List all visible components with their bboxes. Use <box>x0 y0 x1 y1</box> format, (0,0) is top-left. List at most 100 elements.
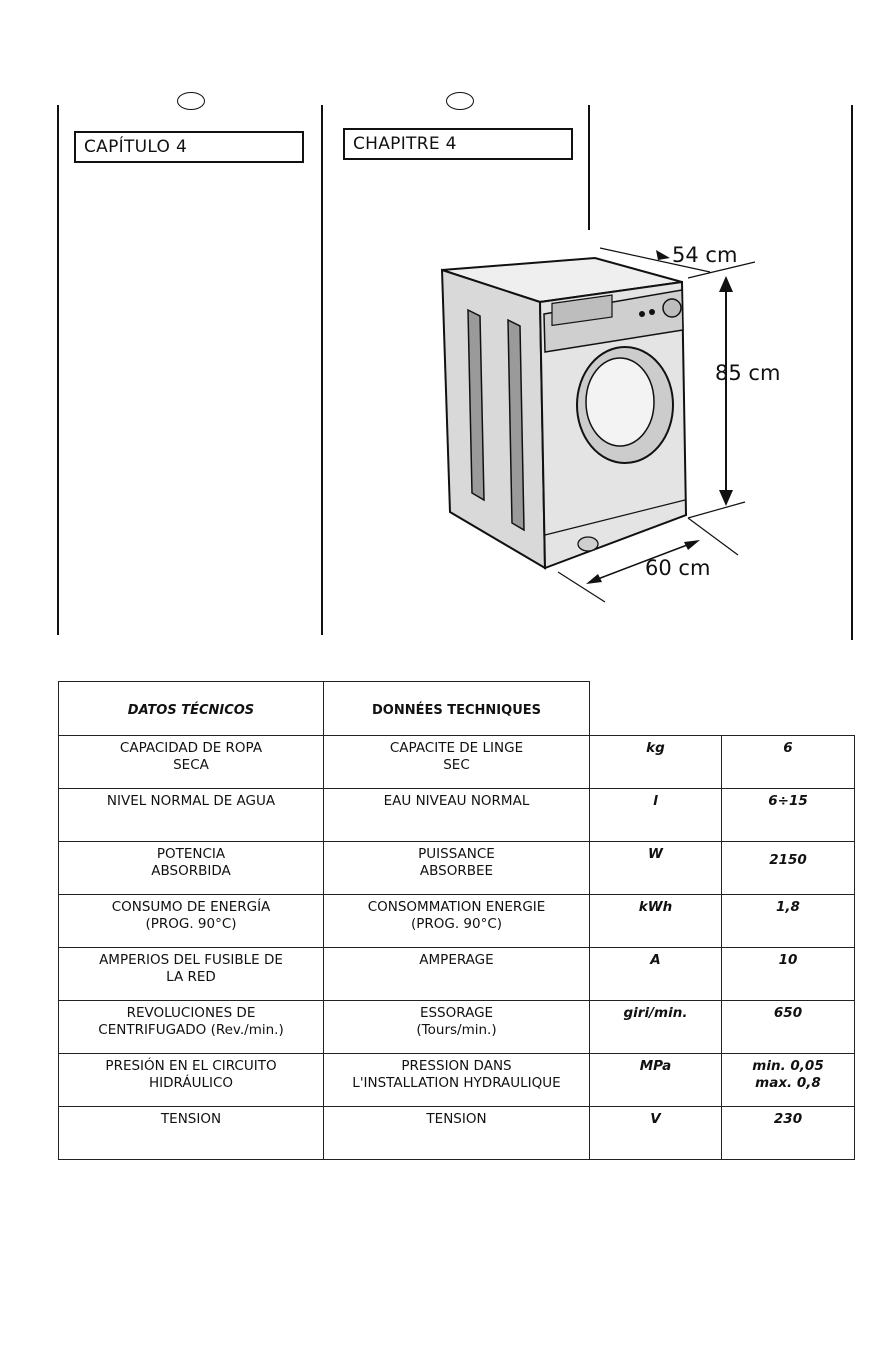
spec-value-line: 1,8 <box>776 899 800 915</box>
spec-label-fr-line: (Tours/min.) <box>416 1022 497 1038</box>
column-divider-right-short <box>588 105 590 230</box>
table-header-blank <box>589 681 855 736</box>
spec-value: 6 <box>721 735 855 789</box>
spec-label-es-line: CENTRIFUGADO (Rev./min.) <box>98 1022 284 1038</box>
spec-label-fr-line: TENSION <box>426 1111 487 1127</box>
spec-label-es: TENSION <box>58 1106 324 1160</box>
spec-label-fr-line: CAPACITE DE LINGE <box>389 740 524 756</box>
spec-value: 6÷15 <box>721 788 855 842</box>
side-groove-2 <box>507 318 525 532</box>
spec-label-es-line: AMPERIOS DEL FUSIBLE DE <box>99 952 283 968</box>
spec-label-fr: CONSOMMATION ENERGIE(PROG. 90°C) <box>323 894 590 948</box>
spec-unit: A <box>589 947 722 1001</box>
table-row: TENSION TENSION V 230 <box>58 1106 855 1160</box>
spec-label-es-line: NIVEL NORMAL DE AGUA <box>106 793 276 809</box>
spec-unit: MPa <box>589 1053 722 1107</box>
width-label: 60 cm <box>645 556 710 580</box>
height-arrow-bottom <box>719 490 733 506</box>
washing-machine-illustration: 54 cm 85 cm 60 cm <box>440 243 780 603</box>
spec-label-es-line: (PROG. 90°C) <box>145 916 237 932</box>
spec-label-fr-line: ABSORBEE <box>419 863 494 879</box>
column-divider-left <box>57 105 59 635</box>
technical-data-table: DATOS TÉCNICOS DONNÉES TECHNIQUES CAPACI… <box>58 681 855 1160</box>
spec-label-es-line: PRESIÓN EN EL CIRCUITO <box>105 1058 277 1074</box>
spec-unit: kWh <box>589 894 722 948</box>
spec-unit: V <box>589 1106 722 1160</box>
program-dial-icon <box>662 298 682 318</box>
height-arrow-top <box>719 276 733 292</box>
spec-value-line: 650 <box>773 1005 803 1021</box>
spec-label-es-line: HIDRÁULICO <box>148 1075 234 1091</box>
side-groove-1 <box>467 308 485 502</box>
spec-label-es-line: SECA <box>173 757 209 773</box>
spec-label-fr-line: CONSOMMATION ENERGIE <box>367 899 546 915</box>
language-indicator-fr <box>446 92 474 110</box>
spec-value-line: 230 <box>773 1111 803 1127</box>
spec-label-fr: EAU NIVEAU NORMAL <box>323 788 590 842</box>
spec-unit: l <box>589 788 722 842</box>
spec-value-line: 2150 <box>769 852 807 868</box>
panel-button-icon <box>649 309 655 315</box>
spec-value: 230 <box>721 1106 855 1160</box>
spec-label-fr-line: AMPERAGE <box>419 952 494 968</box>
spec-value-line: min. 0,05 <box>752 1058 824 1074</box>
spec-label-es: NIVEL NORMAL DE AGUA <box>58 788 324 842</box>
table-header-fr: DONNÉES TECHNIQUES <box>323 681 590 736</box>
chapter-heading-fr: CHAPITRE 4 <box>343 128 573 160</box>
spec-value: 1,8 <box>721 894 855 948</box>
height-label: 85 cm <box>715 361 780 385</box>
spec-value: 2150 <box>721 841 855 895</box>
filter-cover-icon <box>577 536 599 552</box>
control-panel <box>543 289 684 353</box>
spec-value: 650 <box>721 1000 855 1054</box>
spec-value-line: 6 <box>783 740 793 756</box>
width-dimension-line <box>589 541 696 583</box>
spec-unit: kg <box>589 735 722 789</box>
chapter-heading-es: CAPÍTULO 4 <box>74 131 304 163</box>
spec-unit: giri/min. <box>589 1000 722 1054</box>
width-arrow-right <box>684 540 700 550</box>
spec-label-es-line: ABSORBIDA <box>151 863 231 879</box>
column-divider-middle <box>321 105 323 635</box>
spec-label-fr-line: L'INSTALLATION HYDRAULIQUE <box>352 1075 561 1091</box>
table-header-es: DATOS TÉCNICOS <box>58 681 324 736</box>
spec-label-es-line: REVOLUCIONES DE <box>126 1005 256 1021</box>
spec-label-fr: AMPERAGE <box>323 947 590 1001</box>
spec-label-es-line: CAPACIDAD DE ROPA <box>119 740 263 756</box>
depth-dimension-line <box>599 247 711 273</box>
spec-value-line: 10 <box>778 952 798 968</box>
plinth-line <box>544 499 686 536</box>
width-arrow-left <box>586 574 602 584</box>
door-glass <box>585 357 655 447</box>
spec-value-line: max. 0,8 <box>755 1075 821 1091</box>
spec-label-es-line: LA RED <box>166 969 216 985</box>
depth-arrowhead <box>656 250 670 260</box>
spec-label-es-line: POTENCIA <box>156 846 226 862</box>
spec-value: 10 <box>721 947 855 1001</box>
spec-label-es-line: CONSUMO DE ENERGÍA <box>111 899 271 915</box>
column-divider-far-right <box>851 105 853 640</box>
spec-unit: W <box>589 841 722 895</box>
table-row: CONSUMO DE ENERGÍA(PROG. 90°C)CONSOMMATI… <box>58 894 855 948</box>
spec-label-es: CONSUMO DE ENERGÍA(PROG. 90°C) <box>58 894 324 948</box>
spec-label-fr: ESSORAGE(Tours/min.) <box>323 1000 590 1054</box>
spec-label-es-line: TENSION <box>160 1111 222 1127</box>
spec-label-fr-line: ESSORAGE <box>419 1005 494 1021</box>
spec-label-fr-line: (PROG. 90°C) <box>410 916 503 932</box>
spec-label-fr: TENSION <box>323 1106 590 1160</box>
spec-label-fr-line: SEC <box>443 757 470 773</box>
spec-label-fr-line: PUISSANCE <box>418 846 495 862</box>
spec-label-fr-line: PRESSION DANS <box>401 1058 512 1074</box>
